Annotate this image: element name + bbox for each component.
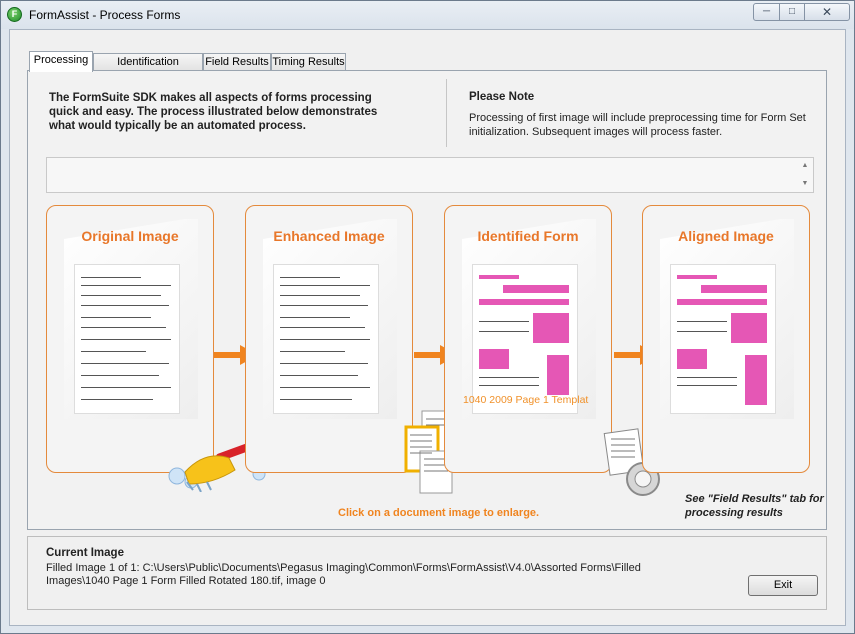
field-results-hint: See "Field Results" tab for processing r…	[685, 493, 824, 519]
formassist-icon: F	[7, 7, 22, 22]
exit-button[interactable]: Exit	[748, 575, 818, 596]
tab-field-results[interactable]: Field Results	[203, 53, 271, 71]
step-title-enhanced: Enhanced Image	[273, 228, 385, 244]
status-message-box[interactable]: ▲ ▼	[46, 157, 814, 193]
minimize-icon: ─	[762, 6, 771, 17]
divider	[446, 79, 447, 147]
step-card-identified: Identified Form 1040 2009 Page 1 Templat	[444, 205, 612, 473]
step-card-original: Original Image	[46, 205, 266, 492]
client-area: Processing Identification Statistics Fie…	[9, 29, 846, 626]
enlarge-hint: Click on a document image to enlarge.	[338, 507, 540, 519]
step-title-identified: Identified Form	[477, 228, 579, 244]
note-text: Processing of first image will include p…	[469, 112, 806, 138]
scroll-up-icon[interactable]: ▲	[801, 162, 809, 169]
identified-form-thumbnail[interactable]	[472, 264, 578, 414]
current-image-title: Current Image	[46, 547, 124, 559]
minimize-button[interactable]: ─	[753, 3, 780, 21]
note-title: Please Note	[469, 91, 535, 103]
maximize-icon: □	[788, 6, 796, 17]
intro-text: The FormSuite SDK makes all aspects of f…	[49, 92, 378, 132]
maximize-button[interactable]: □	[779, 3, 805, 21]
tab-identification-statistics[interactable]: Identification Statistics	[93, 53, 203, 84]
current-image-group: Current Image Filled Image 1 of 1: C:\Us…	[27, 536, 827, 610]
close-button[interactable]: ✕	[804, 3, 850, 21]
current-image-path: Filled Image 1 of 1: C:\Users\Public\Doc…	[46, 562, 641, 587]
scroll-down-icon[interactable]: ▼	[801, 180, 809, 187]
window-title: FormAssist - Process Forms	[29, 8, 181, 22]
tab-timing-results[interactable]: Timing Results	[271, 53, 346, 71]
processing-panel: The FormSuite SDK makes all aspects of f…	[27, 70, 827, 530]
template-name-label: 1040 2009 Page 1 Templat	[463, 394, 589, 406]
title-bar[interactable]: F FormAssist - Process Forms ─ □ ✕	[1, 1, 854, 29]
enhanced-image-thumbnail[interactable]	[273, 264, 379, 414]
step-title-aligned: Aligned Image	[678, 228, 774, 244]
step-card-enhanced: Enhanced Image	[245, 205, 413, 473]
close-icon: ✕	[821, 5, 833, 19]
step-card-aligned: Aligned Image	[642, 205, 810, 473]
tab-processing[interactable]: Processing	[29, 51, 93, 72]
step-title-original: Original Image	[81, 228, 179, 244]
original-image-thumbnail[interactable]	[74, 264, 180, 414]
aligned-image-thumbnail[interactable]	[670, 264, 776, 414]
